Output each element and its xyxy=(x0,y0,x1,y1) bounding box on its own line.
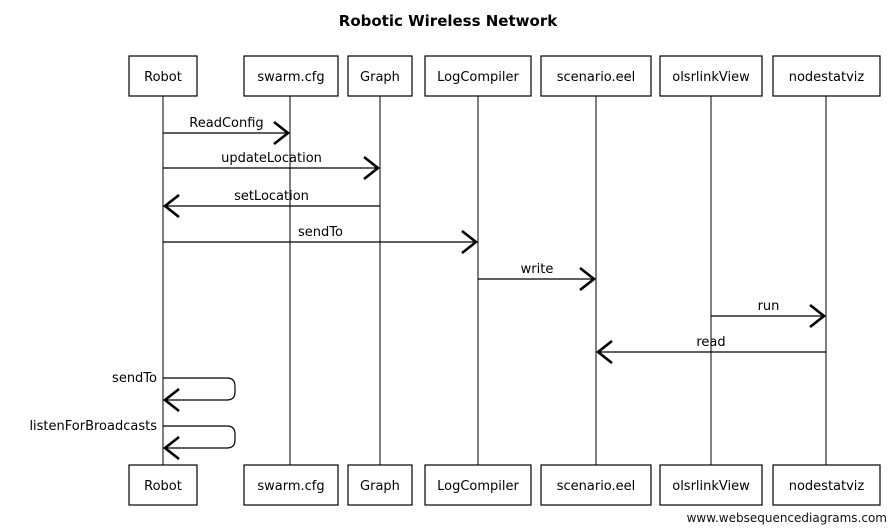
participant-label-scenario: scenario.eel xyxy=(557,70,636,85)
self-message-line xyxy=(163,377,236,401)
participant-boxes-top: Robot swarm.cfg Graph LogCompiler scenario.e… xyxy=(128,55,881,97)
lifelines xyxy=(162,96,827,465)
participant-label-scenario: scenario.eel xyxy=(557,479,636,494)
arrow-head xyxy=(461,229,479,255)
participant-label-logcompiler: LogCompiler xyxy=(437,70,519,85)
message-7: read xyxy=(595,335,826,365)
message-label: setLocation xyxy=(234,189,309,204)
message-5: write xyxy=(478,262,597,292)
participant-label-graph: Graph xyxy=(360,479,400,494)
messages: ReadConfig updateLocation setLocation sendT… xyxy=(29,116,827,461)
message-label: read xyxy=(696,335,725,350)
participant-box-outline xyxy=(243,464,339,506)
arrow-head xyxy=(595,339,613,365)
participant-box-nodestatviz-top: nodestatviz xyxy=(772,55,881,97)
participant-box-swarm-top: swarm.cfg xyxy=(243,55,339,97)
participant-box-outline xyxy=(540,464,652,506)
message-4: sendTo xyxy=(163,225,479,255)
participant-label-swarm: swarm.cfg xyxy=(257,479,324,494)
message-8: sendTo xyxy=(112,371,236,413)
participant-box-olsrlinkview-top: olsrlinkView xyxy=(659,55,763,97)
participant-box-outline xyxy=(772,464,881,506)
message-label: updateLocation xyxy=(221,151,322,166)
arrow-head xyxy=(162,193,180,219)
arrow-head xyxy=(809,303,827,329)
arrow-head xyxy=(162,435,180,461)
participant-box-outline xyxy=(424,55,532,97)
message-9: listenForBroadcasts xyxy=(29,419,236,461)
participant-label-swarm: swarm.cfg xyxy=(257,70,324,85)
participant-label-logcompiler: LogCompiler xyxy=(437,479,519,494)
participant-label-nodestatviz: nodestatviz xyxy=(789,70,865,85)
participant-box-outline xyxy=(772,55,881,97)
message-label: sendTo xyxy=(298,225,343,240)
message-1: ReadConfig xyxy=(163,116,291,146)
participant-box-graph-top: Graph xyxy=(347,55,413,97)
participant-box-outline xyxy=(659,55,763,97)
participant-boxes-bottom: Robot swarm.cfg Graph LogCompiler scenario.e… xyxy=(128,464,881,506)
participant-box-outline xyxy=(347,464,413,506)
diagram-title: Robotic Wireless Network xyxy=(339,12,558,30)
participant-box-robot-top: Robot xyxy=(128,55,198,97)
participant-box-scenario-top: scenario.eel xyxy=(540,55,652,97)
participant-label-olsrlinkview: olsrlinkView xyxy=(672,70,750,85)
participant-box-outline xyxy=(659,464,763,506)
watermark[interactable]: www.websequencediagrams.com xyxy=(687,511,887,525)
self-message-line xyxy=(163,425,236,449)
participant-box-logcompiler-top: LogCompiler xyxy=(424,55,532,97)
participant-box-outline xyxy=(243,55,339,97)
message-2: updateLocation xyxy=(163,151,381,181)
participant-label-robot: Robot xyxy=(144,70,182,85)
arrow-head xyxy=(273,120,291,146)
participant-box-logcompiler-bottom: LogCompiler xyxy=(424,464,532,506)
participant-box-olsrlinkview-bottom: olsrlinkView xyxy=(659,464,763,506)
message-label: ReadConfig xyxy=(189,116,263,131)
participant-box-nodestatviz-bottom: nodestatviz xyxy=(772,464,881,506)
arrow-head xyxy=(579,266,597,292)
participant-box-outline xyxy=(128,55,198,97)
participant-label-robot: Robot xyxy=(144,479,182,494)
message-label: sendTo xyxy=(112,371,157,386)
participant-box-outline xyxy=(347,55,413,97)
participant-label-olsrlinkview: olsrlinkView xyxy=(672,479,750,494)
arrow-head xyxy=(363,155,381,181)
participant-box-robot-bottom: Robot xyxy=(128,464,198,506)
participant-label-nodestatviz: nodestatviz xyxy=(789,479,865,494)
message-3: setLocation xyxy=(162,189,380,219)
message-label: run xyxy=(758,299,780,314)
participant-label-graph: Graph xyxy=(360,70,400,85)
arrow-head xyxy=(162,387,180,413)
message-label: write xyxy=(521,262,554,277)
participant-box-swarm-bottom: swarm.cfg xyxy=(243,464,339,506)
message-label: listenForBroadcasts xyxy=(29,419,157,434)
participant-box-outline xyxy=(424,464,532,506)
participant-box-scenario-bottom: scenario.eel xyxy=(540,464,652,506)
participant-box-outline xyxy=(540,55,652,97)
participant-box-outline xyxy=(128,464,198,506)
message-6: run xyxy=(711,299,827,329)
participant-box-graph-bottom: Graph xyxy=(347,464,413,506)
